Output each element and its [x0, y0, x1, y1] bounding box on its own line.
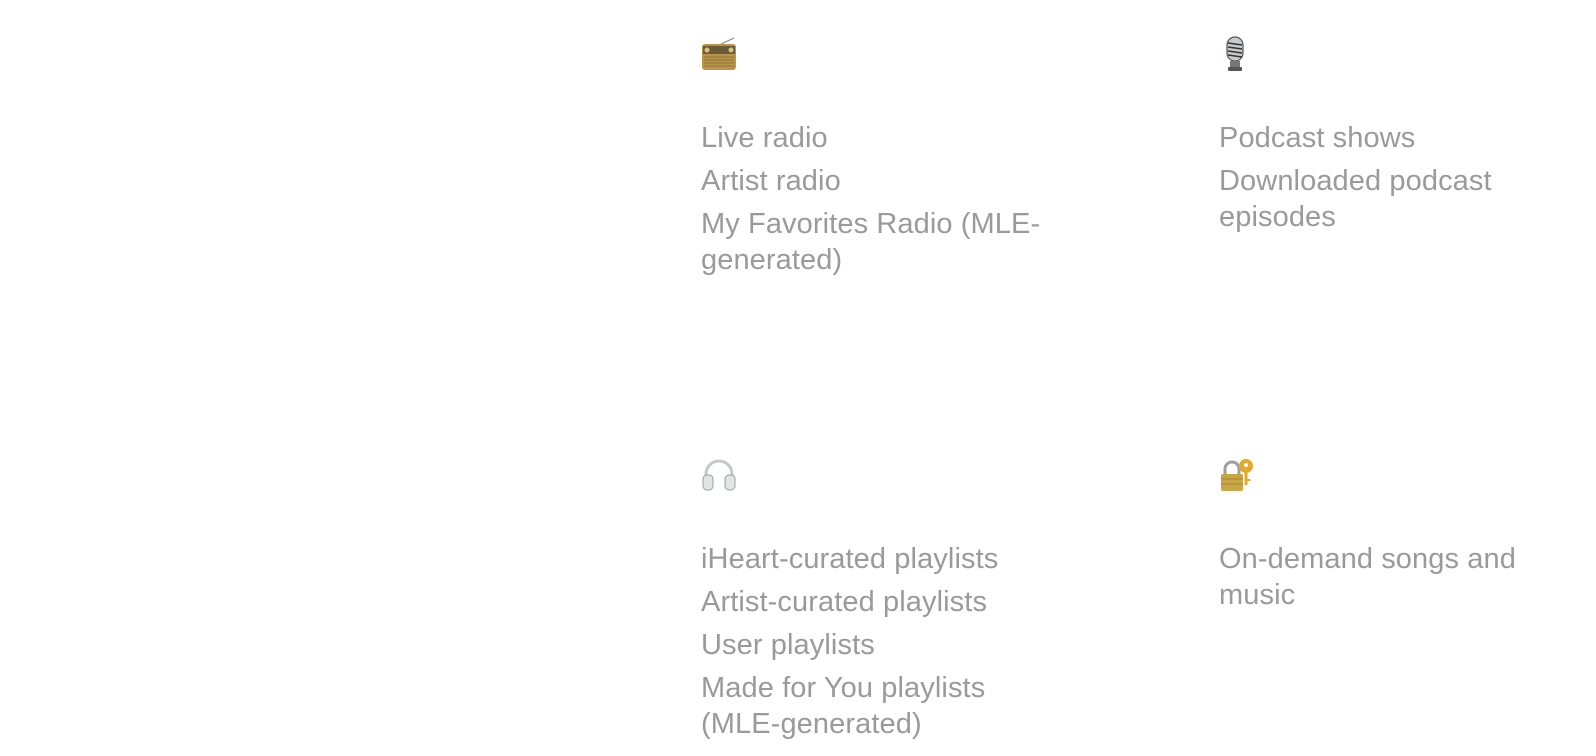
podcast-category: Podcast shows Downloaded podcast episode…	[1219, 36, 1579, 242]
playlists-category: iHeart-curated playlists Artist-curated …	[701, 457, 1061, 749]
list-item: Downloaded podcast episodes	[1219, 165, 1492, 233]
on-demand-category: On-demand songs and music	[1219, 457, 1579, 620]
list-item: Made for You playlists (MLE-generated)	[701, 672, 986, 740]
list-item: My Favorites Radio (MLE-generated)	[701, 208, 1041, 276]
list-item: User playlists	[701, 629, 875, 661]
radio-category: Live radio Artist radio My Favorites Rad…	[701, 36, 1061, 285]
list-item: On-demand songs and music	[1219, 543, 1516, 611]
radio-icon	[702, 37, 736, 70]
headphones-icon	[702, 459, 736, 491]
list-item: Artist radio	[701, 165, 841, 197]
list-item: Live radio	[701, 122, 828, 154]
list-item: iHeart-curated playlists	[701, 543, 999, 575]
microphone-icon	[1226, 36, 1244, 71]
lock-key-icon	[1221, 459, 1253, 491]
list-item: Podcast shows	[1219, 122, 1416, 154]
list-item: Artist-curated playlists	[701, 586, 988, 618]
